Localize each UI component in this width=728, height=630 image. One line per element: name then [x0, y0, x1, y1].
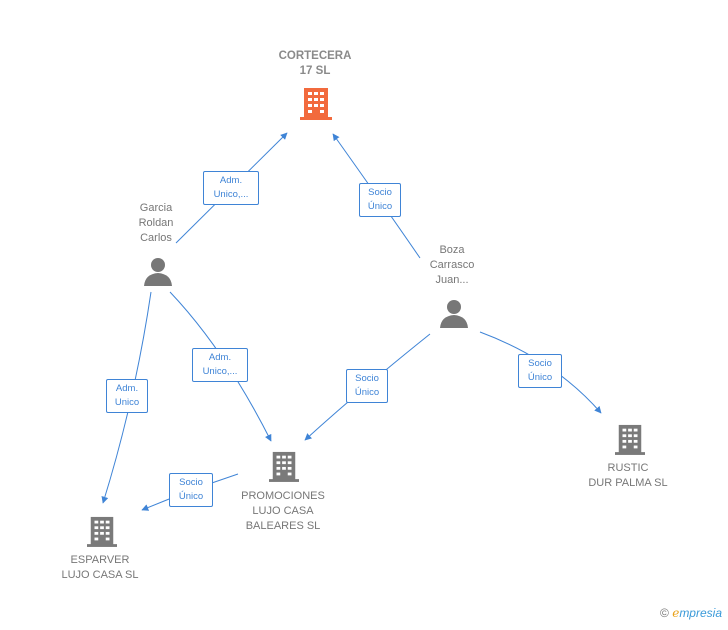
node-label-esparver[interactable]: ESPARVER LUJO CASA SL — [61, 554, 139, 581]
edge-label-boza-promociones[interactable]: Socio Único — [346, 369, 388, 403]
edge-label-boza-cortecera[interactable]: Socio Único — [359, 183, 401, 217]
edge-label-garcia-esparver[interactable]: Adm. Unico — [106, 379, 148, 413]
person-icon[interactable] — [143, 256, 173, 286]
edge-label-boza-rustic[interactable]: Socio Único — [518, 354, 562, 388]
building-icon[interactable] — [87, 514, 117, 548]
edge-label-promociones-esparver[interactable]: Socio Único — [169, 473, 213, 507]
building-icon[interactable] — [269, 449, 299, 483]
node-label-promociones[interactable]: PROMOCIONES LUJO CASA BALEARES SL — [241, 490, 325, 532]
node-label-boza[interactable]: Boza Carrasco Juan... — [429, 244, 475, 286]
brand-rest: mpresia — [679, 606, 722, 620]
node-label-garcia[interactable]: Garcia Roldan Carlos — [138, 202, 174, 244]
edge-label-garcia-cortecera[interactable]: Adm. Unico,... — [203, 171, 259, 205]
brand-e: e — [672, 606, 680, 620]
building-icon[interactable] — [300, 86, 332, 120]
empresia-logo: © empresia — [660, 606, 722, 620]
copyright-symbol: © — [660, 606, 669, 620]
edge-label-garcia-promociones[interactable]: Adm. Unico,... — [192, 348, 248, 382]
building-icon[interactable] — [615, 422, 645, 456]
person-icon[interactable] — [439, 298, 469, 328]
node-label-cortecera[interactable]: CORTECERA 17 SL — [278, 50, 352, 77]
node-label-rustic[interactable]: RUSTIC DUR PALMA SL — [588, 462, 668, 489]
